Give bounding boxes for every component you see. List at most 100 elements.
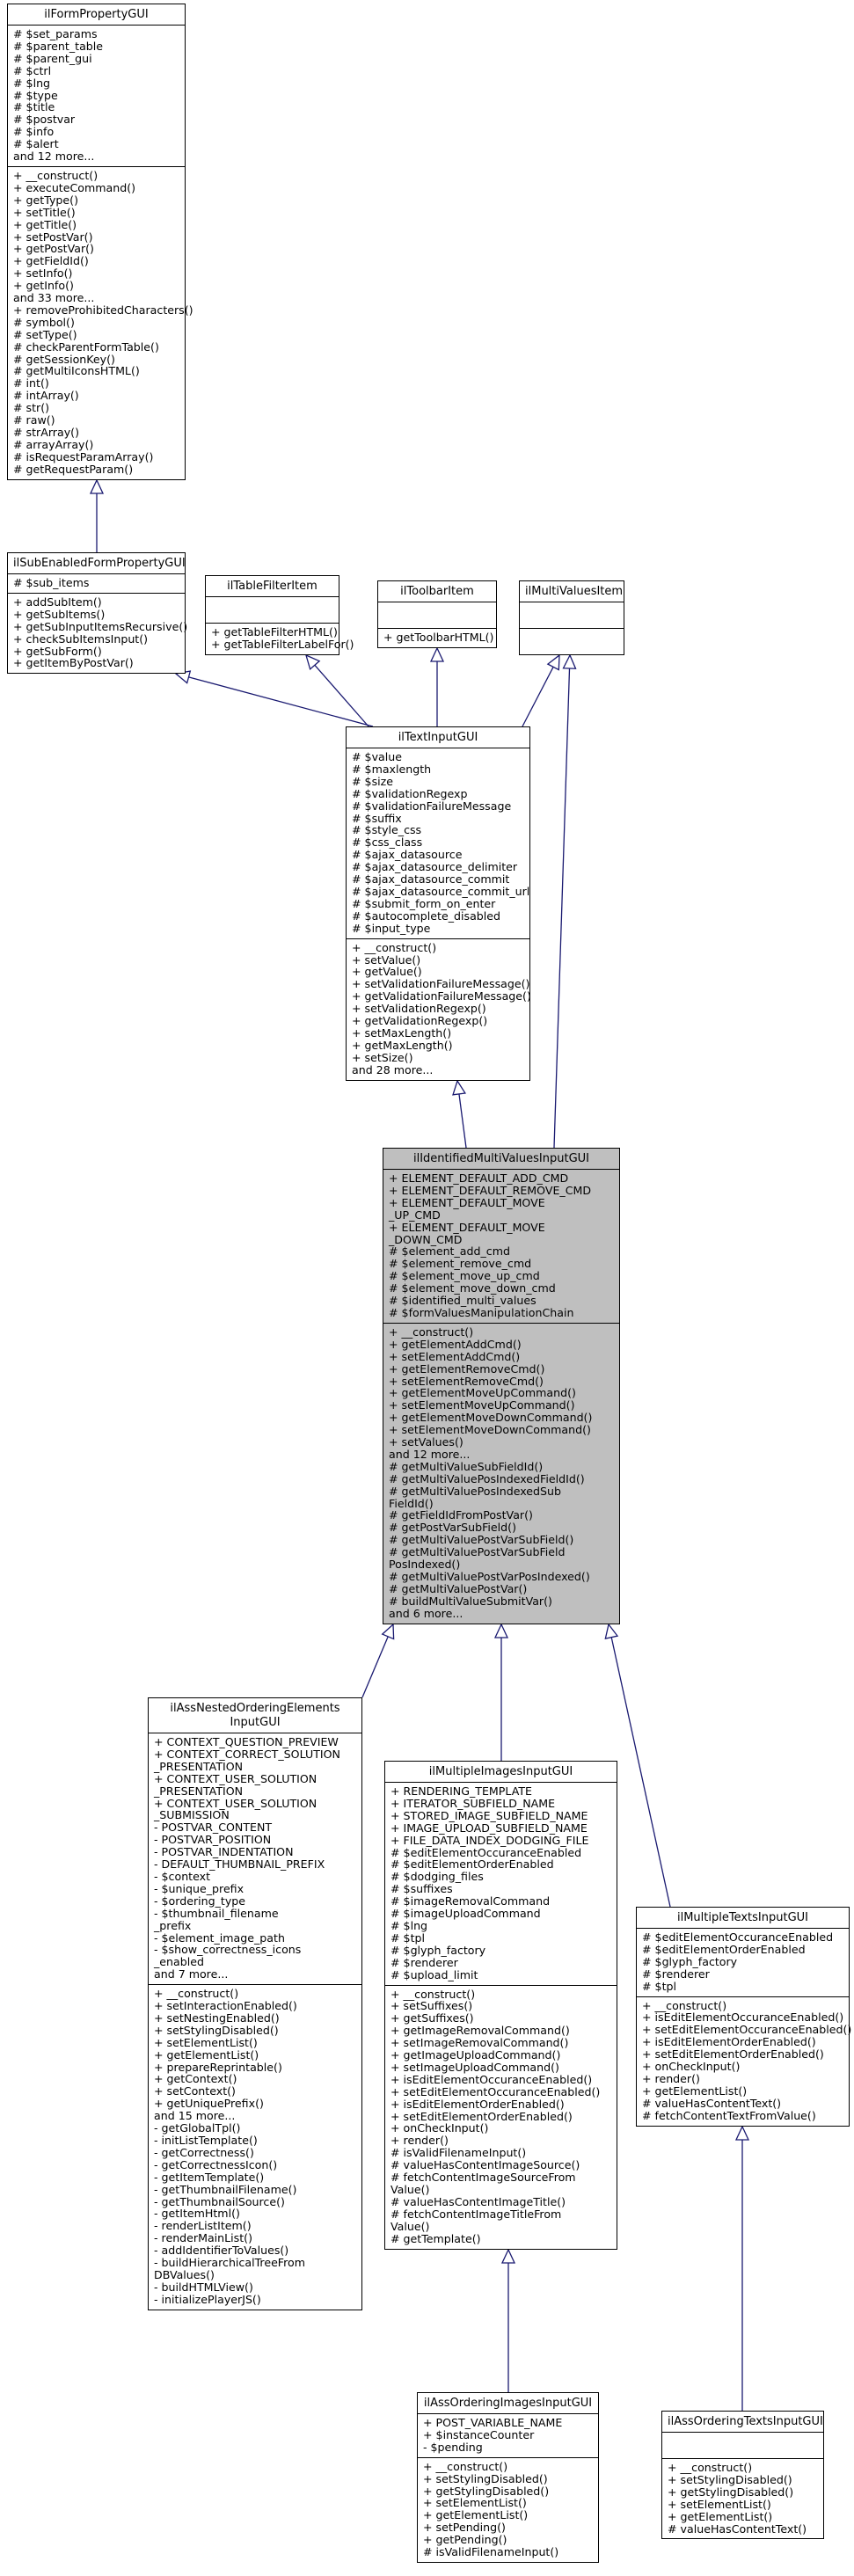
attribute: # $autocomplete_disabled [352,909,501,923]
method: + addSubItem() [13,595,102,609]
method: + __construct() [642,1998,727,2012]
method: # raw() [13,413,55,427]
attribute: # $title [13,100,55,114]
method: # valueHasContentText() [642,2096,782,2110]
method: # isValidFilenameInput() [391,2146,527,2160]
method: - initializePlayerJS() [154,2292,261,2306]
attribute: # $editElementOccuranceEnabled [642,1930,834,1944]
class-box-il-ass-ordering-texts-input-gui[interactable]: ilAssOrderingTextsInputGUI + __construct(… [661,2411,824,2540]
class-box-il-multiple-texts-input-gui[interactable]: ilMultipleTextsInputGUI# $editElementOcc… [636,1907,852,2127]
attribute-list: # $set_params# $parent_table# $parent_gu… [8,26,185,167]
method: # buildMultiValueSubmitVar() [389,1594,552,1608]
method: + __construct() [391,1987,476,2001]
class-name: ilToolbarItem [378,581,496,602]
inheritance-line [610,1637,671,1908]
attribute: - $show_correctness_icons _enabled [154,1943,302,1969]
inheritance-arrowhead [604,1623,619,1639]
method: # isRequestParamArray() [13,449,154,463]
class-box-il-toolbar-item[interactable]: ilToolbarItem + getToolbarHTML() [377,580,497,648]
class-box-il-multiple-images-input-gui[interactable]: ilMultipleImagesInputGUI+ RENDERING_TEMP… [384,1761,617,2250]
class-box-il-multi-values-item[interactable]: ilMultiValuesItem [519,580,624,655]
method: + setEditElementOccuranceEnabled() [391,2084,601,2098]
method: + getSubInputItemsRecursive() [13,619,188,633]
method: and 6 more... [389,1606,463,1620]
method: # getRequestParam() [13,462,134,476]
attribute-list: + ELEMENT_DEFAULT_ADD_CMD+ ELEMENT_DEFAU… [383,1170,619,1324]
inheritance-line [522,667,554,727]
method: + setPending() [423,2521,506,2535]
method: # isValidFilenameInput() [423,2545,559,2559]
method: + setPostVar() [13,230,93,244]
method: # fetchContentTextFromValue() [642,2108,816,2122]
method: + getSubItems() [13,607,106,621]
class-box-il-form-property-gui[interactable]: ilFormPropertyGUI# $set_params# $parent_… [7,4,193,480]
method: # getPostVarSubField() [389,1521,516,1535]
method: + getTableFilterHTML() [211,625,338,639]
attribute: - $element_image_path [154,1930,285,1945]
method-list: + addSubItem()+ getSubItems()+ getSubInp… [8,594,188,673]
method: - getCorrectnessIcon() [154,2157,278,2171]
class-box-il-ass-ordering-images-input-gui[interactable]: ilAssOrderingImagesInputGUI+ POST_VARIAB… [417,2392,599,2563]
method: + getToolbarHTML() [383,631,494,644]
method: + getPending() [423,2533,507,2547]
attribute: - $context [154,1869,211,1883]
attribute: - POSTVAR_INDENTATION [154,1845,294,1859]
attribute: # $upload_limit [391,1967,478,1981]
method: + __construct() [13,168,99,182]
method: - getThumbnailSource() [154,2194,285,2208]
attribute: # $submit_form_on_enter [352,896,496,910]
attribute: + ELEMENT_DEFAULT_REMOVE_CMD [389,1183,592,1197]
attribute: # $identified_multi_values [389,1294,536,1308]
attribute: # $renderer [391,1955,458,1969]
method: # getMultiValuePostVarPosIndexed() [389,1570,590,1583]
method: + __construct() [668,2461,753,2474]
class-box-il-sub-enabled-form-property-gui[interactable]: ilSubEnabledFormPropertyGUI# $sub_items+… [7,552,188,675]
method: + isEditElementOccuranceEnabled() [642,2010,844,2025]
class-name: ilMultipleImagesInputGUI [385,1762,617,1783]
method: + getFieldId() [13,254,89,268]
attribute: # $lng [13,76,51,90]
method: + setElementRemoveCmd() [389,1374,544,1388]
method: + __construct() [423,2459,508,2473]
method: + setElementList() [154,2035,258,2049]
inheritance-line [458,1093,467,1149]
attribute: # $tpl [391,1930,425,1945]
attribute: # $formValuesManipulationChain [389,1305,574,1319]
method: + setElementAddCmd() [389,1349,521,1363]
method: + setValidationRegexp() [352,1002,486,1016]
method: + onCheckInput() [391,2121,489,2135]
attribute-list: + CONTEXT_QUESTION_PREVIEW+ CONTEXT_CORR… [149,1733,361,1986]
class-box-il-text-input-gui[interactable]: ilTextInputGUI# $value# $maxlength# $siz… [346,726,531,1081]
attribute: # $tpl [642,1979,676,1993]
inheritance-arrowhead [381,1623,395,1640]
inheritance-arrowhead [562,653,577,669]
attribute: + POST_VARIABLE_NAME [423,2416,563,2429]
method: # fetchContentImageTitleFrom Value() [391,2207,562,2233]
method: # getSessionKey() [13,352,115,366]
class-box-il-identified-multi-values-input-gui[interactable]: ilIdentifiedMultiValuesInputGUI+ ELEMENT… [383,1148,620,1624]
inheritance-arrowhead [304,653,321,671]
attribute-list: + POST_VARIABLE_NAME+ $instanceCounter- … [418,2414,598,2458]
inheritance-arrowhead [493,1623,509,1638]
attribute-list: + RENDERING_TEMPLATE+ ITERATOR_SUBFIELD_… [385,1783,617,1986]
method: + setNestingEnabled() [154,2010,280,2025]
class-name: ilAssOrderingTextsInputGUI [662,2412,823,2433]
method: # getMultiValuePostVarSubField() [389,1533,574,1547]
method: + setEditElementOccuranceEnabled() [642,2023,852,2037]
class-box-il-ass-nested-ordering-elements-input-gui[interactable]: ilAssNestedOrderingElements InputGUI+ CO… [148,1697,362,2310]
class-name: ilMultipleTextsInputGUI [637,1908,849,1929]
method: + setTitle() [13,205,76,219]
method-list: + __construct()+ setStylingDisabled()+ g… [662,2459,823,2538]
method: + getStylingDisabled() [668,2485,794,2499]
method: # getMultiValuePosIndexedSub FieldId() [389,1484,562,1510]
method: # getMultiIconsHTML() [13,364,140,378]
method: - getGlobalTpl() [154,2121,241,2135]
method: + getValidationFailureMessage() [352,989,531,1003]
method: - addIdentifierToValues() [154,2244,289,2258]
class-box-il-table-filter-item[interactable]: ilTableFilterItem+ getTableFilterHTML()+… [205,575,354,655]
method-list: + getToolbarHTML() [378,629,496,647]
method: + getSuffixes() [391,2011,474,2025]
attribute: # $ajax_datasource_commit_url [352,884,530,898]
method: + getPostVar() [13,242,94,256]
method: - buildHierarchicalTreeFrom DBValues() [154,2256,306,2281]
